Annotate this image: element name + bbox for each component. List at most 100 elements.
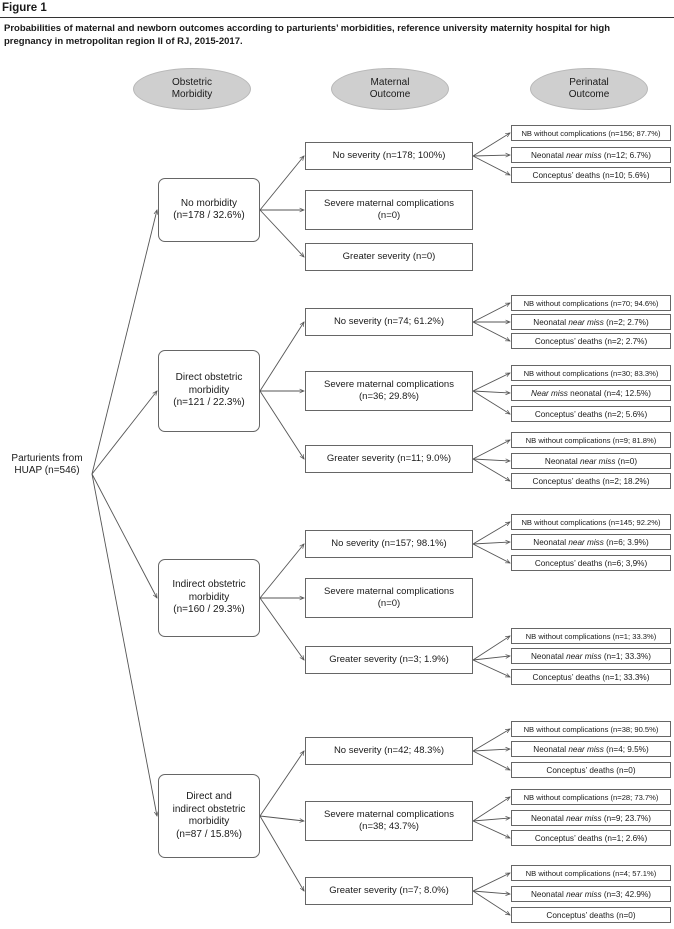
maternal-outcome-node: No severity (n=74; 61.2%) <box>305 308 473 336</box>
morbidity-label-line: (n=121 / 22.3%) <box>173 397 245 409</box>
perinatal-text: (n=0) <box>615 456 638 466</box>
perinatal-outcome-label: NB without complications (n=30; 83.3%) <box>524 369 659 378</box>
perinatal-text: NB without complications (n=4; 57.1%) <box>525 868 657 878</box>
maternal-outcome-label-line: Severe maternal complications <box>324 198 454 209</box>
maternal-outcome-label-line: Greater severity (n=3; 1.9%) <box>329 654 449 665</box>
perinatal-outcome-node: Conceptus’ deaths (n=2; 5.6%) <box>511 406 671 422</box>
maternal-outcome-label-line: (n=0) <box>377 210 401 221</box>
header-perinatal-outcome: Perinatal Outcome <box>530 68 648 110</box>
connector-maternal-to-perinatal <box>472 458 510 481</box>
perinatal-outcome-label: Neonatal near miss (n=0) <box>545 457 637 466</box>
perinatal-outcome-label: Conceptus’ deaths (n=1; 2.6%) <box>535 834 647 843</box>
maternal-outcome-node: Severe maternal complications(n=0) <box>305 578 473 618</box>
perinatal-text: NB without complications (n=156; 87.7%) <box>521 128 661 138</box>
morbidity-label-line: Direct obstetric <box>175 372 243 384</box>
perinatal-outcome-label: Neonatal near miss (n=1; 33.3%) <box>531 652 651 661</box>
perinatal-text: Neonatal <box>531 150 567 160</box>
connector-root-to-morbidity <box>91 473 157 598</box>
maternal-outcome-label: No severity (n=157; 98.1%) <box>331 538 446 550</box>
perinatal-text-italic: near miss <box>566 813 602 823</box>
perinatal-outcome-label: NB without complications (n=4; 57.1%) <box>526 869 657 878</box>
maternal-outcome-label-line: Greater severity (n=7; 8.0%) <box>329 885 449 896</box>
perinatal-outcome-node: NB without complications (n=70; 94.6%) <box>511 295 671 311</box>
header-line: Outcome <box>369 89 411 100</box>
perinatal-outcome-label: Conceptus’ deaths (n=2; 18.2%) <box>533 477 650 486</box>
perinatal-text: NB without complications (n=30; 83.3%) <box>523 368 659 378</box>
connector-morbidity-to-maternal <box>259 209 304 257</box>
connector-maternal-to-perinatal <box>472 303 510 323</box>
maternal-outcome-label: Greater severity (n=0) <box>343 251 436 263</box>
connector-maternal-to-perinatal <box>472 820 510 839</box>
connector-maternal-to-perinatal <box>472 372 510 392</box>
perinatal-outcome-label: Conceptus’ deaths (n=2; 2.7%) <box>535 337 647 346</box>
perinatal-text: (n=12; 6.7%) <box>601 150 651 160</box>
root-node-parturients: Parturients from HUAP (n=546) <box>2 453 92 477</box>
connector-maternal-to-perinatal <box>472 749 510 751</box>
connector-root-to-morbidity <box>91 473 157 816</box>
morbidity-label-line: Direct and <box>186 791 232 802</box>
header-obstetric-morbidity: Obstetric Morbidity <box>133 68 251 110</box>
perinatal-outcome-node: Near miss neonatal (n=4; 12.5%) <box>511 385 671 401</box>
connector-maternal-to-perinatal <box>472 656 510 661</box>
perinatal-outcome-label: Neonatal near miss (n=6; 3.9%) <box>533 538 648 547</box>
connector-maternal-to-perinatal <box>472 155 510 175</box>
connector-maternal-to-perinatal <box>472 133 510 157</box>
perinatal-outcome-node: NB without complications (n=156; 87.7%) <box>511 125 671 141</box>
morbidity-label-line: (n=87 / 15.8%) <box>176 828 242 840</box>
maternal-outcome-label-line: Greater severity (n=11; 9.0%) <box>326 453 452 464</box>
perinatal-outcome-node: Conceptus’ deaths (n=6; 3,9%) <box>511 555 671 571</box>
connector-morbidity-to-maternal <box>259 390 304 459</box>
perinatal-text: Conceptus’ deaths (n=2; 2.7%) <box>534 336 648 346</box>
perinatal-outcome-node: Conceptus’ deaths (n=2; 18.2%) <box>511 473 671 489</box>
maternal-outcome-label-line: Greater severity (n=0) <box>342 251 436 262</box>
maternal-outcome-node: No severity (n=42; 48.3%) <box>305 737 473 765</box>
connector-maternal-to-perinatal <box>472 155 510 156</box>
connector-root-to-morbidity <box>91 391 157 475</box>
morbidity-label-line: Indirect obstetric <box>172 579 246 591</box>
perinatal-outcome-node: NB without complications (n=30; 83.3%) <box>511 365 671 381</box>
header-maternal-outcome: Maternal Outcome <box>331 68 449 110</box>
morbidity-label-line: morbidity <box>188 384 230 396</box>
perinatal-text: NB without complications (n=70; 94.6%) <box>523 298 659 308</box>
perinatal-outcome-node: Neonatal near miss (n=9; 23.7%) <box>511 810 671 826</box>
header-line: Maternal <box>370 77 410 88</box>
maternal-outcome-label: No severity (n=42; 48.3%) <box>334 745 444 757</box>
perinatal-text: Conceptus’ deaths (n=0) <box>546 765 636 775</box>
perinatal-text: Conceptus’ deaths (n=2; 18.2%) <box>532 476 650 486</box>
perinatal-outcome-label: Conceptus’ deaths (n=1; 33.3%) <box>533 673 650 682</box>
morbidity-label-line: indirect obstetric <box>172 803 246 815</box>
connector-maternal-to-perinatal <box>472 818 510 822</box>
maternal-outcome-node: Greater severity (n=3; 1.9%) <box>305 646 473 674</box>
perinatal-text: neonatal (n=4; 12.5%) <box>567 388 651 398</box>
maternal-outcome-label-line: Severe maternal complications <box>324 809 454 820</box>
figure-label: Figure 1 <box>2 2 47 14</box>
morbidity-label-line: (n=160 / 29.3%) <box>173 604 245 616</box>
connector-maternal-to-perinatal <box>472 390 510 414</box>
perinatal-outcome-node: Neonatal near miss (n=6; 3.9%) <box>511 534 671 550</box>
perinatal-outcome-node: Neonatal near miss (n=12; 6.7%) <box>511 147 671 163</box>
connector-maternal-to-perinatal <box>472 321 510 341</box>
header-line: Obstetric <box>171 77 212 88</box>
perinatal-outcome-label: NB without complications (n=38; 90.5%) <box>524 725 659 734</box>
connector-morbidity-to-maternal <box>259 815 304 891</box>
perinatal-outcome-label: NB without complications (n=70; 94.6%) <box>524 299 659 308</box>
maternal-outcome-label: Severe maternal complications(n=36; 29.8… <box>324 379 454 403</box>
perinatal-text-italic: near miss <box>568 537 604 547</box>
connector-maternal-to-perinatal <box>472 729 510 752</box>
connector-maternal-to-perinatal <box>472 522 510 545</box>
perinatal-text-italic: Near miss <box>531 388 568 398</box>
connector-maternal-to-perinatal <box>472 459 510 461</box>
perinatal-outcome-node: NB without complications (n=28; 73.7%) <box>511 789 671 805</box>
perinatal-outcome-node: Neonatal near miss (n=3; 42.9%) <box>511 886 671 902</box>
maternal-outcome-label-line: No severity (n=157; 98.1%) <box>331 538 447 549</box>
perinatal-text: Neonatal <box>533 744 569 754</box>
morbidity-label: No morbidity(n=178 / 32.6%) <box>173 198 244 223</box>
perinatal-text: NB without complications (n=1; 33.3%) <box>525 631 657 641</box>
maternal-outcome-node: Severe maternal complications(n=38; 43.7… <box>305 801 473 841</box>
perinatal-text: NB without complications (n=9; 81.8%) <box>525 435 657 445</box>
maternal-outcome-label: Greater severity (n=11; 9.0%) <box>327 453 451 465</box>
maternal-outcome-node: Greater severity (n=7; 8.0%) <box>305 877 473 905</box>
